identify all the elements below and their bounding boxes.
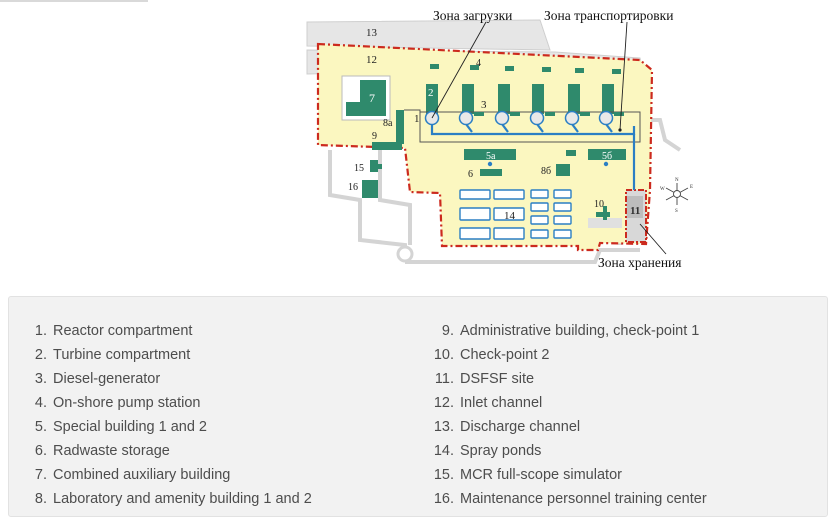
legend-item: 10.Check-point 2 (433, 347, 550, 363)
label-7: 7 (369, 91, 375, 105)
label-11: 11 (630, 205, 640, 217)
legend-item: 9.Administrative building, check-point 1 (441, 323, 700, 339)
special-building-1 (464, 149, 516, 160)
label-1: 1 (414, 113, 420, 125)
label-5a: 5a (486, 151, 496, 162)
administrative-building (372, 142, 402, 150)
legend-item: 12.Inlet channel (433, 395, 543, 411)
label-13: 13 (366, 27, 378, 39)
lab-building-2 (556, 164, 570, 176)
special-building-2 (588, 149, 626, 160)
pipes (430, 123, 636, 190)
site-plan-map: 11 7 2 (306, 8, 693, 270)
label-10: 10 (594, 199, 604, 210)
roundabout (396, 245, 414, 263)
label-15: 15 (354, 163, 364, 174)
compass-w: W (660, 187, 665, 192)
label-8b: 8б (541, 166, 551, 177)
reactor-compartments (424, 110, 614, 126)
legend-item: 14.Spray ponds (433, 443, 542, 459)
legend-item: 4.On-shore pump station (34, 395, 201, 411)
pointer-loading (431, 21, 487, 119)
legend-item: 6.Radwaste storage (34, 443, 170, 459)
legend-item: 7.Combined auxiliary building (34, 467, 231, 483)
legend-list-left: 1.Reactor compartment 2.Turbine compartm… (31, 319, 312, 511)
zone-loading-label: Зона загрузки (433, 8, 512, 23)
legend-item: 8.Laboratory and amenity building 1 and … (34, 491, 312, 507)
pointer-transport (619, 21, 628, 131)
zone-storage-label: Зона хранения (598, 255, 681, 270)
compass-e: E (690, 185, 693, 190)
label-4: 4 (476, 58, 481, 69)
label-6: 6 (468, 169, 473, 180)
legend-item: 5.Special building 1 and 2 (34, 419, 207, 435)
lab-building-1 (396, 110, 404, 144)
legend-item: 1.Reactor compartment (34, 323, 193, 339)
spray-ponds (459, 189, 572, 240)
label-8a: 8a (383, 118, 393, 129)
legend-panel: 1.Reactor compartment 2.Turbine compartm… (8, 296, 828, 517)
compass-s: S (675, 209, 678, 214)
label-16: 16 (348, 182, 358, 193)
legend-item: 13.Discharge channel (433, 419, 581, 435)
legend-item: 3.Diesel-generator (34, 371, 161, 387)
label-5b: 5б (602, 151, 612, 162)
top-divider (0, 0, 148, 2)
pointer-storage (639, 223, 667, 255)
zone-transport-label: Зона транспортировки (544, 8, 673, 23)
legend-list-right: 9.Administrative building, check-point 1… (432, 319, 707, 511)
turbine-compartments (426, 84, 614, 114)
training-center (362, 180, 378, 198)
legend-item: 2.Turbine compartment (34, 347, 191, 363)
radwaste-storage (480, 169, 502, 176)
label-14: 14 (504, 210, 516, 222)
label-12: 12 (366, 54, 377, 66)
legend-item: 15.MCR full-scope simulator (433, 467, 622, 483)
legend-item: 11.DSFSF site (434, 371, 535, 387)
discharge-channel (306, 19, 551, 51)
label-9: 9 (372, 131, 377, 142)
label-3: 3 (481, 99, 487, 111)
pump-stations (430, 64, 621, 74)
compass-n: N (675, 178, 679, 183)
label-2: 2 (428, 87, 434, 99)
compass-icon (665, 183, 689, 205)
legend-item: 16.Maintenance personnel training center (433, 491, 707, 507)
